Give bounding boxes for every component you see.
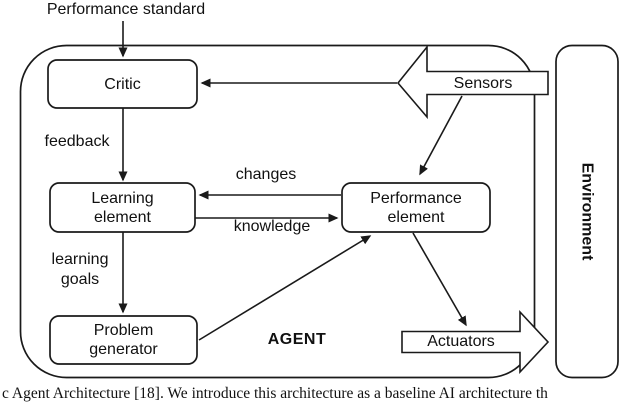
performance-element-line2: element: [387, 208, 445, 226]
sensors-label: Sensors: [453, 74, 513, 92]
arrow-problem-generator-to-performance-element: [198, 235, 372, 341]
actuators-label: Actuators: [427, 333, 495, 350]
agent-boundary-box: [19, 44, 536, 379]
problem-generator-box: [49, 315, 198, 365]
learning-goals-line1: learning: [51, 251, 109, 268]
learning-element-line1: Learning: [91, 189, 154, 207]
actuators-block-arrow: [401, 309, 550, 375]
changes-edge-label: changes: [235, 166, 297, 183]
learning-goals-line2: goals: [60, 271, 100, 288]
feedback-edge-label: feedback: [44, 133, 110, 150]
problem-generator-label: Problem generator: [50, 316, 197, 364]
figure-caption: c Agent Architecture [18]. We introduce …: [2, 385, 548, 402]
critic-label: Critic: [104, 75, 141, 93]
problem-generator-line1: Problem: [93, 322, 154, 339]
environment-label: Environment: [578, 162, 596, 261]
learning-element-line2: element: [94, 208, 151, 226]
performance-element-box: [341, 182, 491, 233]
knowledge-edge-label: knowledge: [233, 218, 311, 235]
learning-element-label: Learning element: [50, 183, 195, 232]
learning-goals-edge-label: learning goals: [38, 250, 122, 290]
performance-element-label: Performance element: [342, 183, 490, 232]
sensors-block-arrow: [396, 44, 549, 120]
environment-label-wrapper: Environment: [556, 45, 618, 378]
agent-title-label: AGENT: [267, 331, 327, 348]
performance-standard-label: Performance standard: [46, 1, 206, 18]
arrow-sensors-to-performance-element: [419, 95, 463, 176]
performance-element-line1: Performance: [370, 189, 462, 207]
environment-box: [555, 44, 619, 379]
arrow-performance-element-to-actuators: [412, 232, 467, 327]
problem-generator-line2: generator: [89, 341, 158, 358]
